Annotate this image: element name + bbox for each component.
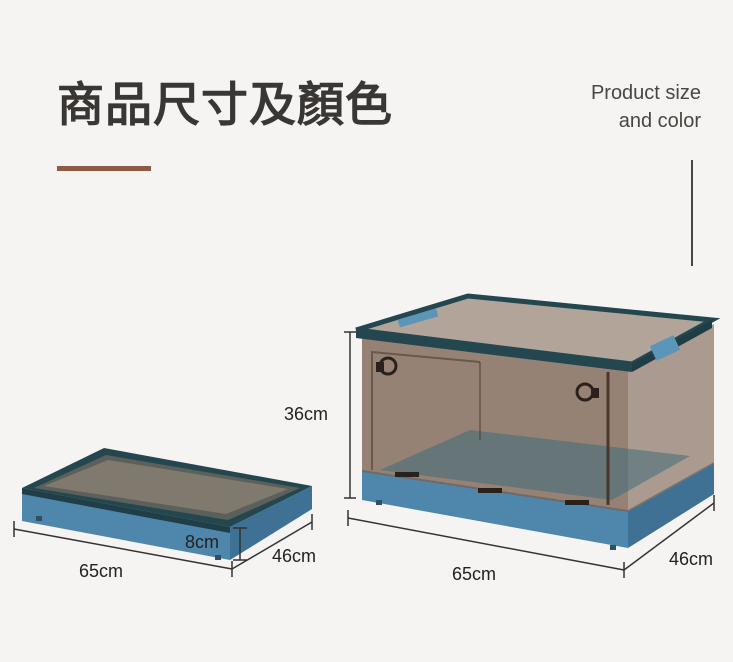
open-dimension-lines <box>344 331 715 578</box>
open-length-label: 65cm <box>452 564 497 584</box>
folded-dimension-lines <box>13 514 313 577</box>
english-subtitle: Product size and color <box>591 79 701 135</box>
folded-height-label: 8cm <box>185 532 220 552</box>
open-box-image <box>355 293 721 550</box>
vertical-divider <box>691 160 693 266</box>
folded-length-label: 65cm <box>79 561 124 581</box>
folded-width-label: 46cm <box>272 546 317 566</box>
open-width-label: 46cm <box>669 549 714 569</box>
subtitle-line-2: and color <box>618 110 701 132</box>
open-height-label: 36cm <box>284 404 329 424</box>
subtitle-line-1: Product size <box>590 82 701 104</box>
folded-box-image <box>22 448 312 560</box>
page-title: 商品尺寸及顏色 <box>57 78 393 133</box>
title-underline <box>57 166 151 171</box>
